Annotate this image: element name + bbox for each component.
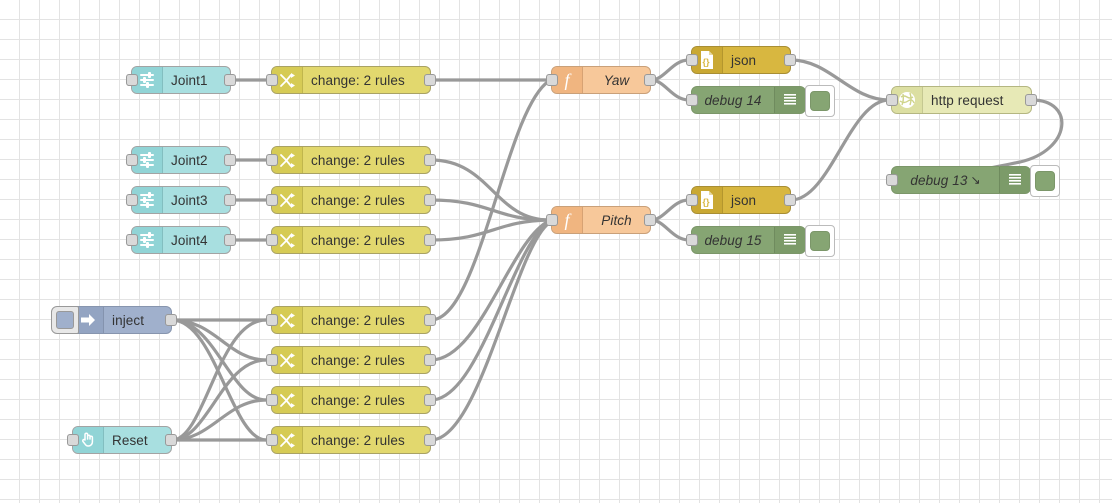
node-debug-14[interactable]: debug 14 bbox=[686, 85, 835, 117]
port-input[interactable] bbox=[266, 234, 278, 246]
inject-trigger-button[interactable] bbox=[51, 306, 79, 334]
port-input[interactable] bbox=[266, 394, 278, 406]
node-change-1[interactable]: change: 2 rules bbox=[266, 66, 436, 94]
port-output[interactable] bbox=[784, 194, 796, 206]
debug-lines-icon bbox=[999, 167, 1030, 193]
port-output[interactable] bbox=[165, 434, 177, 446]
node-label: change: 2 rules bbox=[311, 312, 405, 328]
port-output[interactable] bbox=[224, 154, 236, 166]
node-function-yaw[interactable]: f Yaw bbox=[546, 66, 656, 94]
port-output[interactable] bbox=[224, 194, 236, 206]
node-label: change: 2 rules bbox=[311, 232, 405, 248]
port-input[interactable] bbox=[266, 434, 278, 446]
node-label: Yaw bbox=[603, 72, 630, 88]
node-label: change: 2 rules bbox=[311, 352, 405, 368]
node-change-5[interactable]: change: 2 rules bbox=[266, 306, 436, 334]
debug-enable-toggle[interactable] bbox=[805, 225, 835, 257]
node-label: change: 2 rules bbox=[311, 192, 405, 208]
node-label: debug 13 bbox=[910, 172, 968, 188]
node-joint4[interactable]: Joint4 bbox=[126, 226, 236, 254]
node-debug-15[interactable]: debug 15 bbox=[686, 225, 835, 257]
node-change-7[interactable]: change: 2 rules bbox=[266, 386, 436, 414]
svg-text:f: f bbox=[564, 70, 572, 90]
port-input[interactable] bbox=[546, 74, 558, 86]
node-change-3[interactable]: change: 2 rules bbox=[266, 186, 436, 214]
port-output[interactable] bbox=[644, 214, 656, 226]
port-input[interactable] bbox=[266, 194, 278, 206]
port-input[interactable] bbox=[126, 194, 138, 206]
port-output[interactable] bbox=[424, 234, 436, 246]
node-inject[interactable]: inject bbox=[51, 306, 177, 334]
port-input[interactable] bbox=[126, 74, 138, 86]
node-joint3[interactable]: Joint3 bbox=[126, 186, 236, 214]
globe-icon bbox=[892, 87, 923, 113]
node-label: json bbox=[731, 192, 757, 208]
node-joint1[interactable]: Joint1 bbox=[126, 66, 236, 94]
node-change-4[interactable]: change: 2 rules bbox=[266, 226, 436, 254]
node-label: Joint1 bbox=[171, 72, 208, 88]
port-input[interactable] bbox=[126, 154, 138, 166]
debug-lines-icon bbox=[774, 227, 805, 253]
port-output[interactable] bbox=[424, 154, 436, 166]
port-output[interactable] bbox=[424, 354, 436, 366]
node-reset-button[interactable]: Reset bbox=[67, 426, 177, 454]
debug-lines-icon bbox=[774, 87, 805, 113]
node-joint2[interactable]: Joint2 bbox=[126, 146, 236, 174]
svg-text:{}: {} bbox=[702, 57, 710, 67]
node-label: http request bbox=[931, 92, 1004, 108]
port-output[interactable] bbox=[165, 314, 177, 326]
node-function-pitch[interactable]: f Pitch bbox=[546, 206, 656, 234]
node-label: Joint2 bbox=[171, 152, 208, 168]
port-input[interactable] bbox=[686, 194, 698, 206]
node-label: Joint4 bbox=[171, 232, 208, 248]
port-input[interactable] bbox=[266, 154, 278, 166]
port-input[interactable] bbox=[686, 54, 698, 66]
node-label: change: 2 rules bbox=[311, 432, 405, 448]
port-input[interactable] bbox=[266, 74, 278, 86]
port-output[interactable] bbox=[784, 54, 796, 66]
node-label: debug 14 bbox=[704, 92, 762, 108]
port-output[interactable] bbox=[644, 74, 656, 86]
node-label: change: 2 rules bbox=[311, 152, 405, 168]
port-output[interactable] bbox=[424, 194, 436, 206]
node-label: Reset bbox=[112, 432, 148, 448]
port-input[interactable] bbox=[266, 354, 278, 366]
node-change-8[interactable]: change: 2 rules bbox=[266, 426, 436, 454]
port-input[interactable] bbox=[126, 234, 138, 246]
node-label: change: 2 rules bbox=[311, 392, 405, 408]
port-output[interactable] bbox=[224, 74, 236, 86]
node-label: Pitch bbox=[601, 212, 632, 228]
node-label: inject bbox=[112, 312, 145, 328]
port-input[interactable] bbox=[686, 234, 698, 246]
port-input[interactable] bbox=[266, 314, 278, 326]
node-http-request[interactable]: http request bbox=[886, 86, 1037, 114]
node-debug-13[interactable]: debug 13↘ bbox=[886, 165, 1060, 197]
node-change-6[interactable]: change: 2 rules bbox=[266, 346, 436, 374]
node-label: json bbox=[731, 52, 757, 68]
port-output[interactable] bbox=[424, 434, 436, 446]
port-input[interactable] bbox=[546, 214, 558, 226]
port-output[interactable] bbox=[1025, 94, 1037, 106]
port-input[interactable] bbox=[67, 434, 79, 446]
node-json-1[interactable]: {} json bbox=[686, 46, 796, 74]
node-label: Joint3 bbox=[171, 192, 208, 208]
debug-enable-toggle[interactable] bbox=[1030, 165, 1060, 197]
port-output[interactable] bbox=[424, 394, 436, 406]
node-change-2[interactable]: change: 2 rules bbox=[266, 146, 436, 174]
port-output[interactable] bbox=[424, 74, 436, 86]
node-label: change: 2 rules bbox=[311, 72, 405, 88]
port-input[interactable] bbox=[886, 94, 898, 106]
debug-target-arrow-icon: ↘ bbox=[970, 173, 981, 187]
svg-text:f: f bbox=[564, 210, 572, 230]
sliders-icon bbox=[132, 227, 163, 253]
port-output[interactable] bbox=[424, 314, 436, 326]
port-input[interactable] bbox=[686, 94, 698, 106]
port-input[interactable] bbox=[886, 174, 898, 186]
node-label: debug 15 bbox=[704, 232, 762, 248]
node-json-2[interactable]: {} json bbox=[686, 186, 796, 214]
debug-enable-toggle[interactable] bbox=[805, 85, 835, 117]
svg-text:{}: {} bbox=[702, 197, 710, 207]
node-label-wrap: debug 13↘ bbox=[892, 167, 999, 193]
port-output[interactable] bbox=[224, 234, 236, 246]
